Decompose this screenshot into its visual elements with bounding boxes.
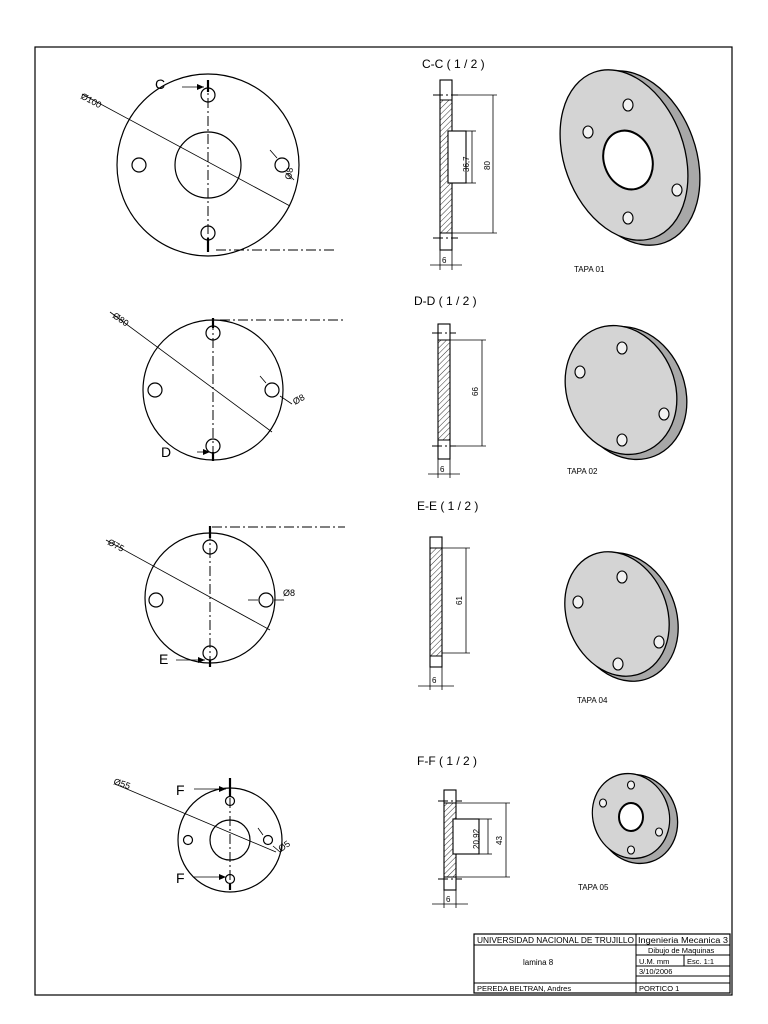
part-label-tapa-05: TAPA 05 [578,883,609,892]
part-label-tapa-04: TAPA 04 [577,696,608,705]
diameter-55-label: Ø55 [112,776,131,791]
dim-80-cc: 80 [483,161,492,170]
iso-view-tapa-01 [559,69,701,246]
dim-36-7-cc: 36,7 [462,156,471,172]
diameter-8-label-a: Ø8 [283,167,295,181]
title-course: Dibujo de Maquinas [648,946,715,955]
iso-view-tapa-05 [591,772,679,865]
dim-6-dd: 6 [440,465,445,474]
section-view-cc [430,79,497,270]
title-block [473,933,731,994]
diameter-75-label: Ø75 [106,537,126,554]
section-view-ff [432,789,510,908]
section-view-dd [428,323,486,478]
section-label-cc: C-C ( 1 / 2 ) [422,57,485,71]
title-sheet: lamina 8 [523,958,554,967]
diameter-8-label-b: Ø8 [291,392,306,407]
title-university: UNIVERSIDAD NACIONAL DE TRUJILLO [477,935,634,945]
cut-letter-c: C [155,76,165,92]
front-view-tapa-02 [109,311,345,461]
title-project: PORTICO 1 [639,984,679,993]
dim-6-cc: 6 [442,256,447,265]
cut-letter-e: E [159,651,168,667]
front-view-tapa-04 [105,526,345,667]
title-author: PEREDA BELTRAN, Andres [477,984,571,993]
diameter-8-label-c: Ø8 [283,588,295,598]
section-label-ee: E-E ( 1 / 2 ) [417,499,478,513]
diameter-80-label: Ø80 [111,310,131,328]
title-career: Ingenieria Mecanica 3 [638,936,729,945]
cut-letter-d: D [161,444,171,460]
iso-view-tapa-02 [564,324,688,461]
title-scale: Esc. 1:1 [687,957,714,966]
section-label-ff: F-F ( 1 / 2 ) [417,754,477,768]
front-view-tapa-05 [114,778,283,893]
diameter-100-label: Ø100 [79,91,103,110]
dim-66-dd: 66 [471,387,480,396]
cut-letter-f-bottom: F [176,870,185,886]
part-label-tapa-01: TAPA 01 [574,265,605,274]
section-view-ee [418,536,470,690]
part-label-tapa-02: TAPA 02 [567,467,598,476]
dim-61-ee: 61 [455,596,464,605]
dim-20-92-ff: 20,92 [472,828,481,849]
dim-43-ff: 43 [495,836,504,845]
dim-6-ff: 6 [446,895,451,904]
dim-6-ee: 6 [432,676,437,685]
cut-letter-f-top: F [176,782,185,798]
drawing-frame [34,46,733,996]
title-units: U.M. mm [639,957,669,966]
title-date: 3/10/2006 [639,967,672,976]
section-label-dd: D-D ( 1 / 2 ) [414,294,477,308]
iso-view-tapa-04 [564,551,679,682]
front-view-tapa-01 [81,73,335,257]
